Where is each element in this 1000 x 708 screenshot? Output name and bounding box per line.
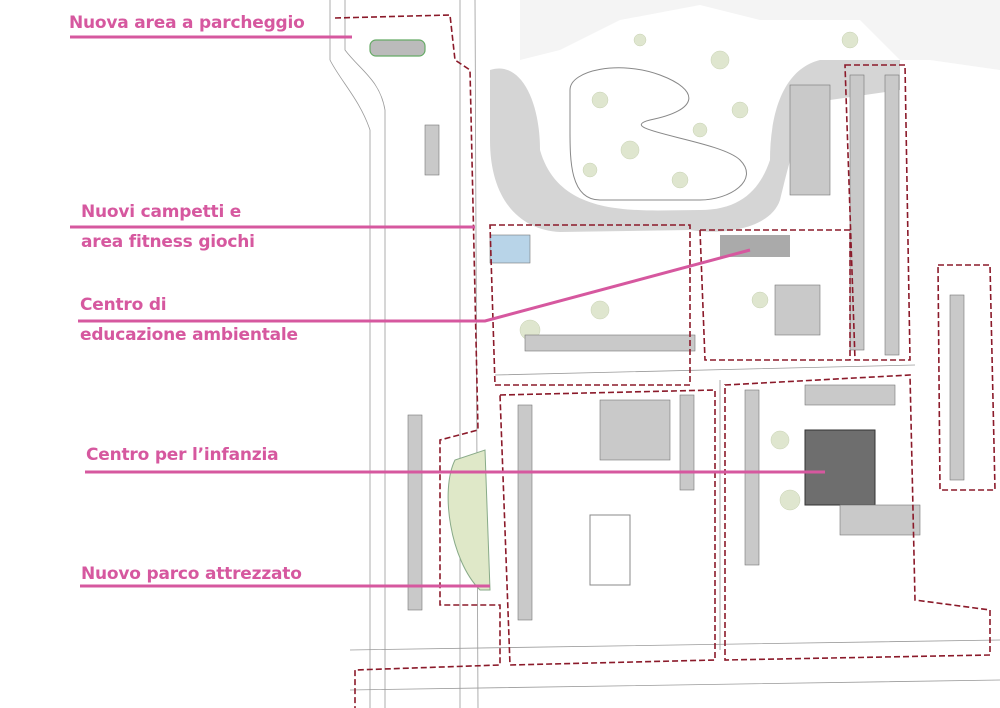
label-centro-educazione-line2: educazione ambientale [80, 325, 298, 345]
parco-attrezzato [447, 449, 491, 591]
sport-court [489, 234, 531, 264]
label-nuovo-parco-attrezzato: Nuovo parco attrezzato [81, 564, 302, 584]
annotation-leaders [70, 35, 825, 588]
embankment [490, 60, 900, 232]
buildings [369, 39, 965, 621]
label-centro-educazione-line1: Centro di [80, 295, 167, 315]
trees [519, 31, 859, 511]
project-boundary [334, 14, 501, 708]
label-nuovi-campetti-line2: area fitness giochi [81, 232, 255, 252]
centro-educazione-building [720, 235, 790, 257]
path-loop [569, 67, 747, 201]
centro-infanzia-building [804, 429, 876, 506]
parking-area [369, 39, 426, 57]
label-centro-infanzia: Centro per l’infanzia [86, 445, 279, 465]
label-nuovi-campetti-line1: Nuovi campetti e [81, 202, 242, 222]
label-nuova-area-parcheggio: Nuova area a parcheggio [69, 13, 305, 33]
hill-area [520, 0, 1000, 70]
